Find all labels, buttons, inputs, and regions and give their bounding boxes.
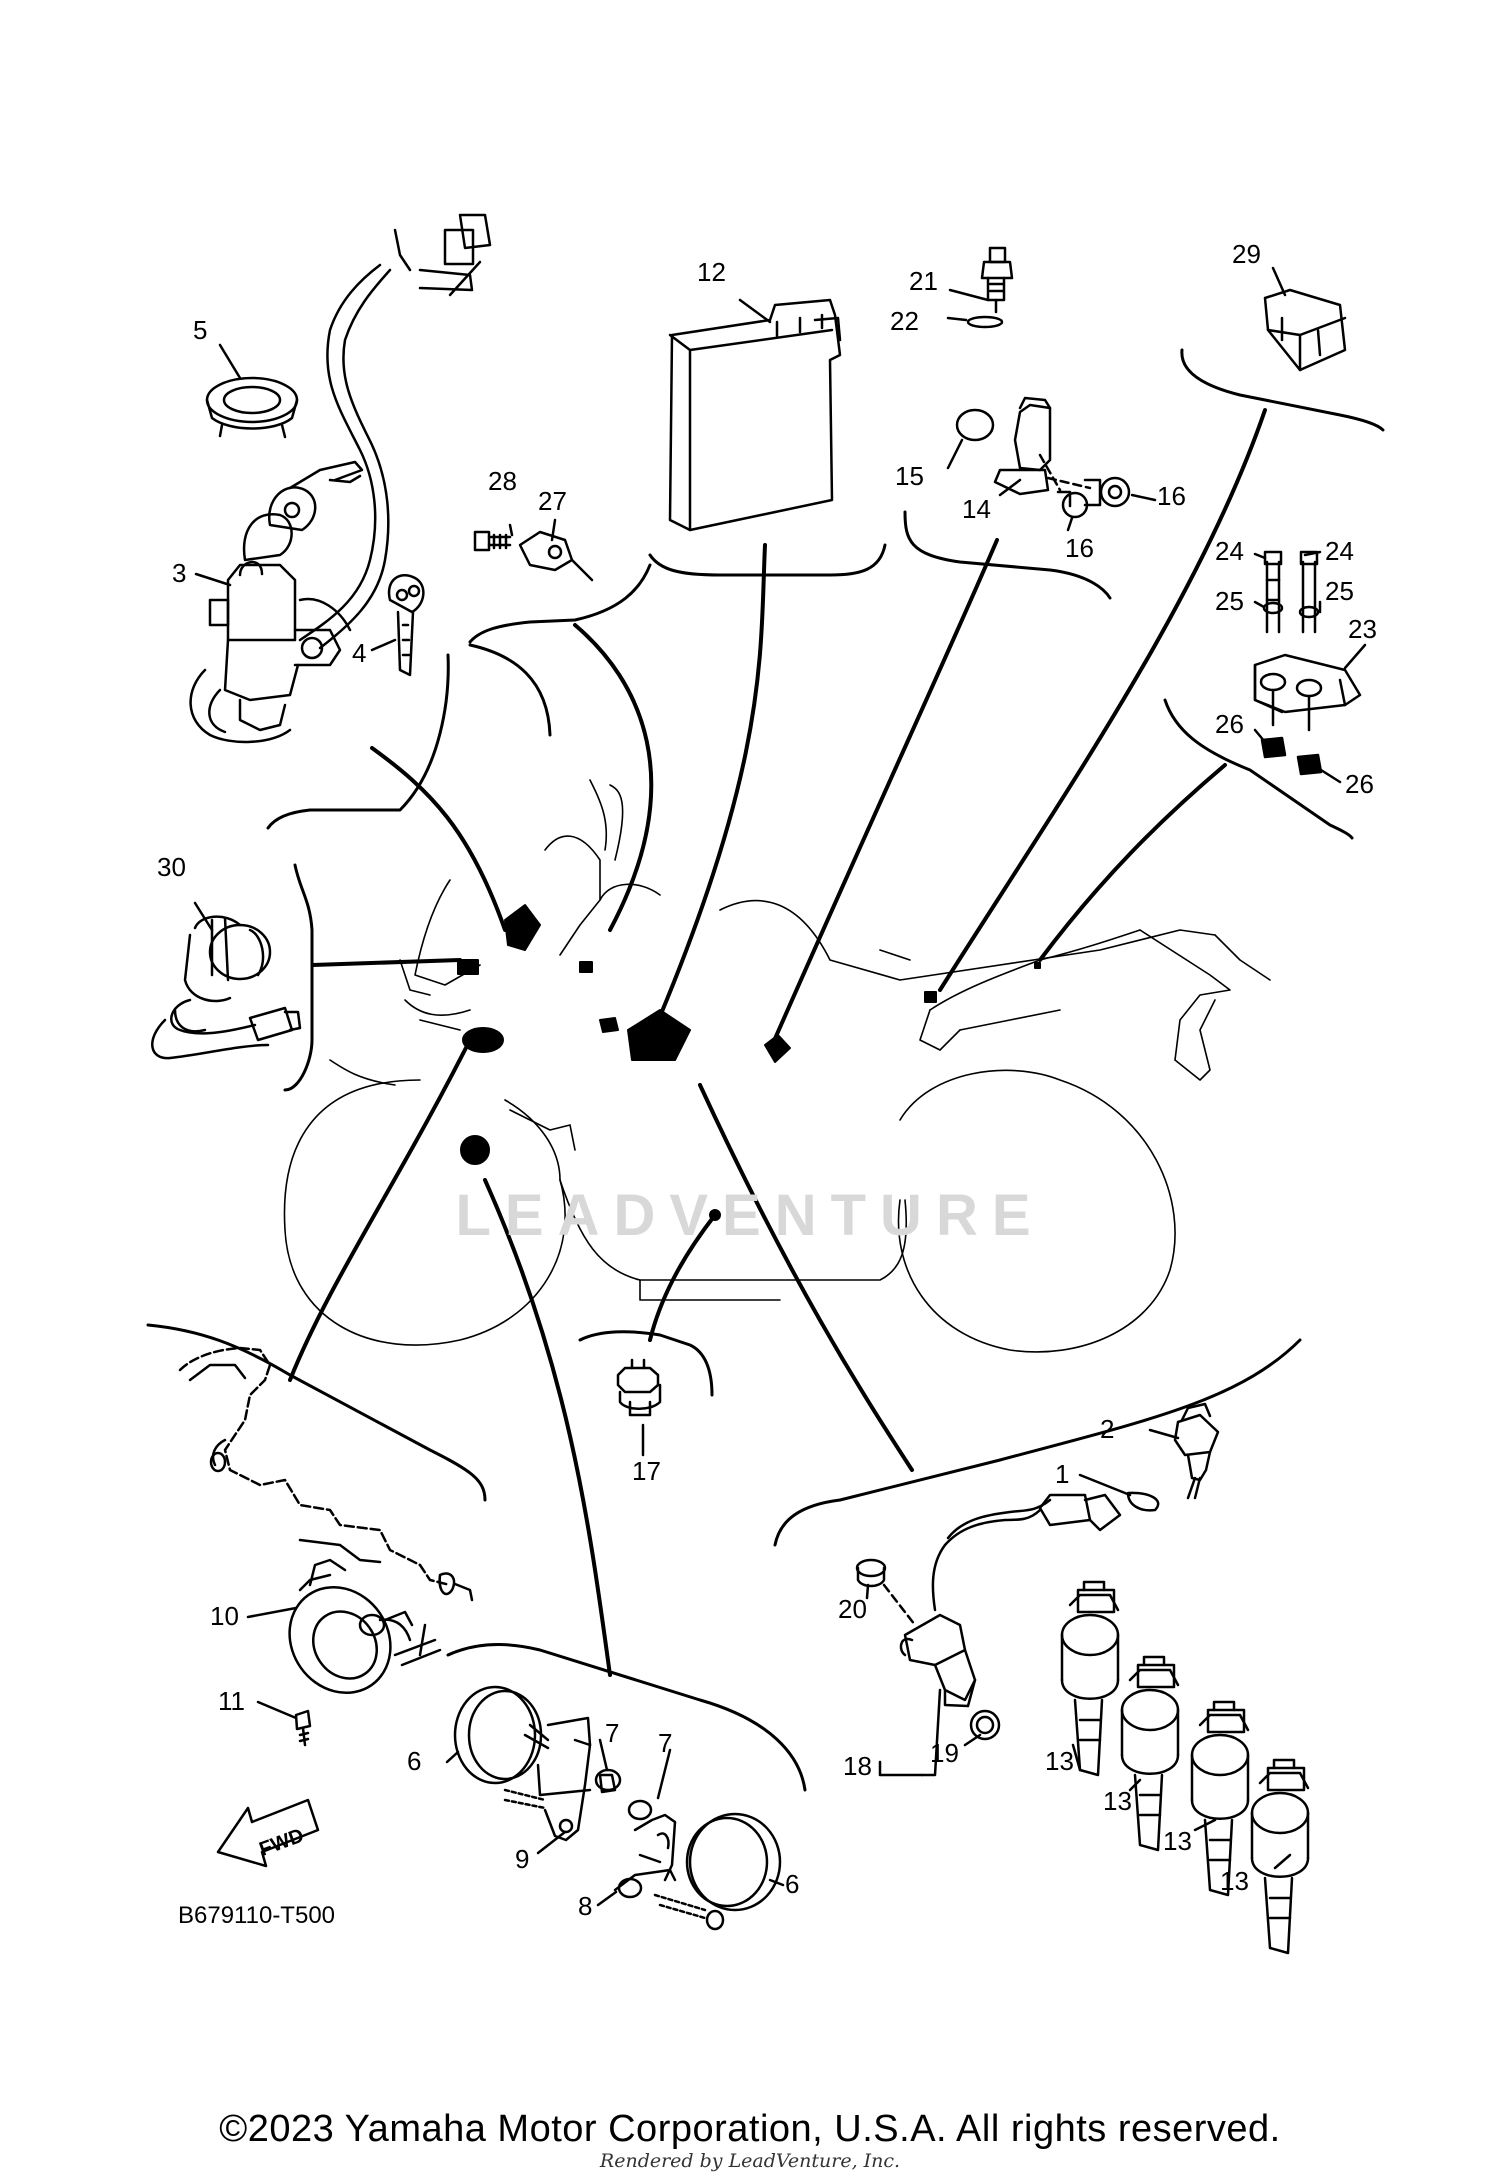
- label-9: 9: [515, 1844, 529, 1874]
- part-17-switch: [616, 1358, 662, 1417]
- label-6-a: 6: [407, 1746, 421, 1776]
- label-10: 10: [210, 1601, 239, 1631]
- copyright-notice: ©2023 Yamaha Motor Corporation, U.S.A. A…: [219, 2108, 1281, 2150]
- label-17: 17: [632, 1456, 661, 1486]
- label-13-c: 13: [1163, 1826, 1192, 1856]
- label-11: 11: [218, 1686, 245, 1716]
- label-15: 15: [895, 461, 924, 491]
- label-16-b: 16: [1157, 481, 1186, 511]
- label-24-b: 24: [1325, 536, 1354, 566]
- label-18: 18: [843, 1751, 872, 1781]
- label-13-b: 13: [1103, 1786, 1132, 1816]
- part-5-ring: [205, 376, 299, 439]
- part-3-ignition-switch: [189, 213, 492, 744]
- part-14-sensor: [955, 396, 1131, 519]
- part-4-key: [387, 574, 425, 677]
- label-8: 8: [578, 1891, 592, 1921]
- label-25-b: 25: [1325, 576, 1354, 606]
- part-6-horn-left: [453, 1685, 622, 1842]
- part-27-28-sensor: [473, 530, 594, 582]
- part-2-sensor: [1126, 1402, 1220, 1512]
- part-6-horn-right: [613, 1799, 782, 1931]
- part-13-coils: [1060, 1580, 1310, 1955]
- label-22: 22: [890, 306, 919, 336]
- callout-brackets: [146, 348, 1385, 1792]
- label-5: 5: [193, 315, 207, 345]
- label-6-b: 6: [785, 1869, 799, 1899]
- label-19: 19: [930, 1738, 959, 1768]
- label-4: 4: [352, 638, 366, 668]
- part-21-22-sensor: [966, 246, 1014, 329]
- diagram-code: B679110-T500: [178, 1902, 335, 1929]
- label-29: 29: [1232, 239, 1261, 269]
- fwd-arrow: [216, 1798, 320, 1868]
- fwd-label: FWD: [256, 1825, 306, 1861]
- bike-part-markers: [457, 904, 1041, 1221]
- watermark: LEADVENTURE: [455, 1183, 1045, 1248]
- part-labels: 5 3 4 28 27 12 21 22 15 14 16 16 29 24 2…: [157, 239, 1377, 1929]
- label-24-a: 24: [1215, 536, 1244, 566]
- label-26-a: 26: [1215, 709, 1244, 739]
- label-27: 27: [538, 486, 567, 516]
- label-13-d: 13: [1220, 1866, 1249, 1896]
- label-28: 28: [488, 466, 517, 496]
- label-1: 1: [1055, 1459, 1069, 1489]
- rendered-by-notice: Rendered by LeadVenture, Inc.: [599, 2150, 901, 2172]
- label-21: 21: [909, 266, 938, 296]
- label-12: 12: [697, 257, 726, 287]
- part-12-ecu: [668, 298, 842, 532]
- label-7-b: 7: [658, 1728, 672, 1758]
- label-13-a: 13: [1045, 1746, 1074, 1776]
- label-3: 3: [172, 558, 186, 588]
- label-26-b: 26: [1345, 769, 1374, 799]
- label-14: 14: [962, 494, 991, 524]
- label-ticks: [193, 266, 1367, 1907]
- part-30-socket: [151, 915, 302, 1060]
- label-23: 23: [1348, 614, 1377, 644]
- leader-lines: [288, 408, 1267, 1677]
- part-29-relay: [1263, 288, 1347, 372]
- part-10-horn: [178, 1346, 474, 1747]
- label-30: 30: [157, 852, 186, 882]
- part-23-rectifier: [1253, 550, 1362, 776]
- label-20: 20: [838, 1594, 867, 1624]
- label-16-a: 16: [1065, 533, 1094, 563]
- motorcycle-outline: [283, 779, 1271, 1353]
- part-18-sensor: [855, 1493, 1122, 1777]
- label-7-a: 7: [605, 1718, 619, 1748]
- label-2: 2: [1100, 1414, 1114, 1444]
- label-25-a: 25: [1215, 586, 1244, 616]
